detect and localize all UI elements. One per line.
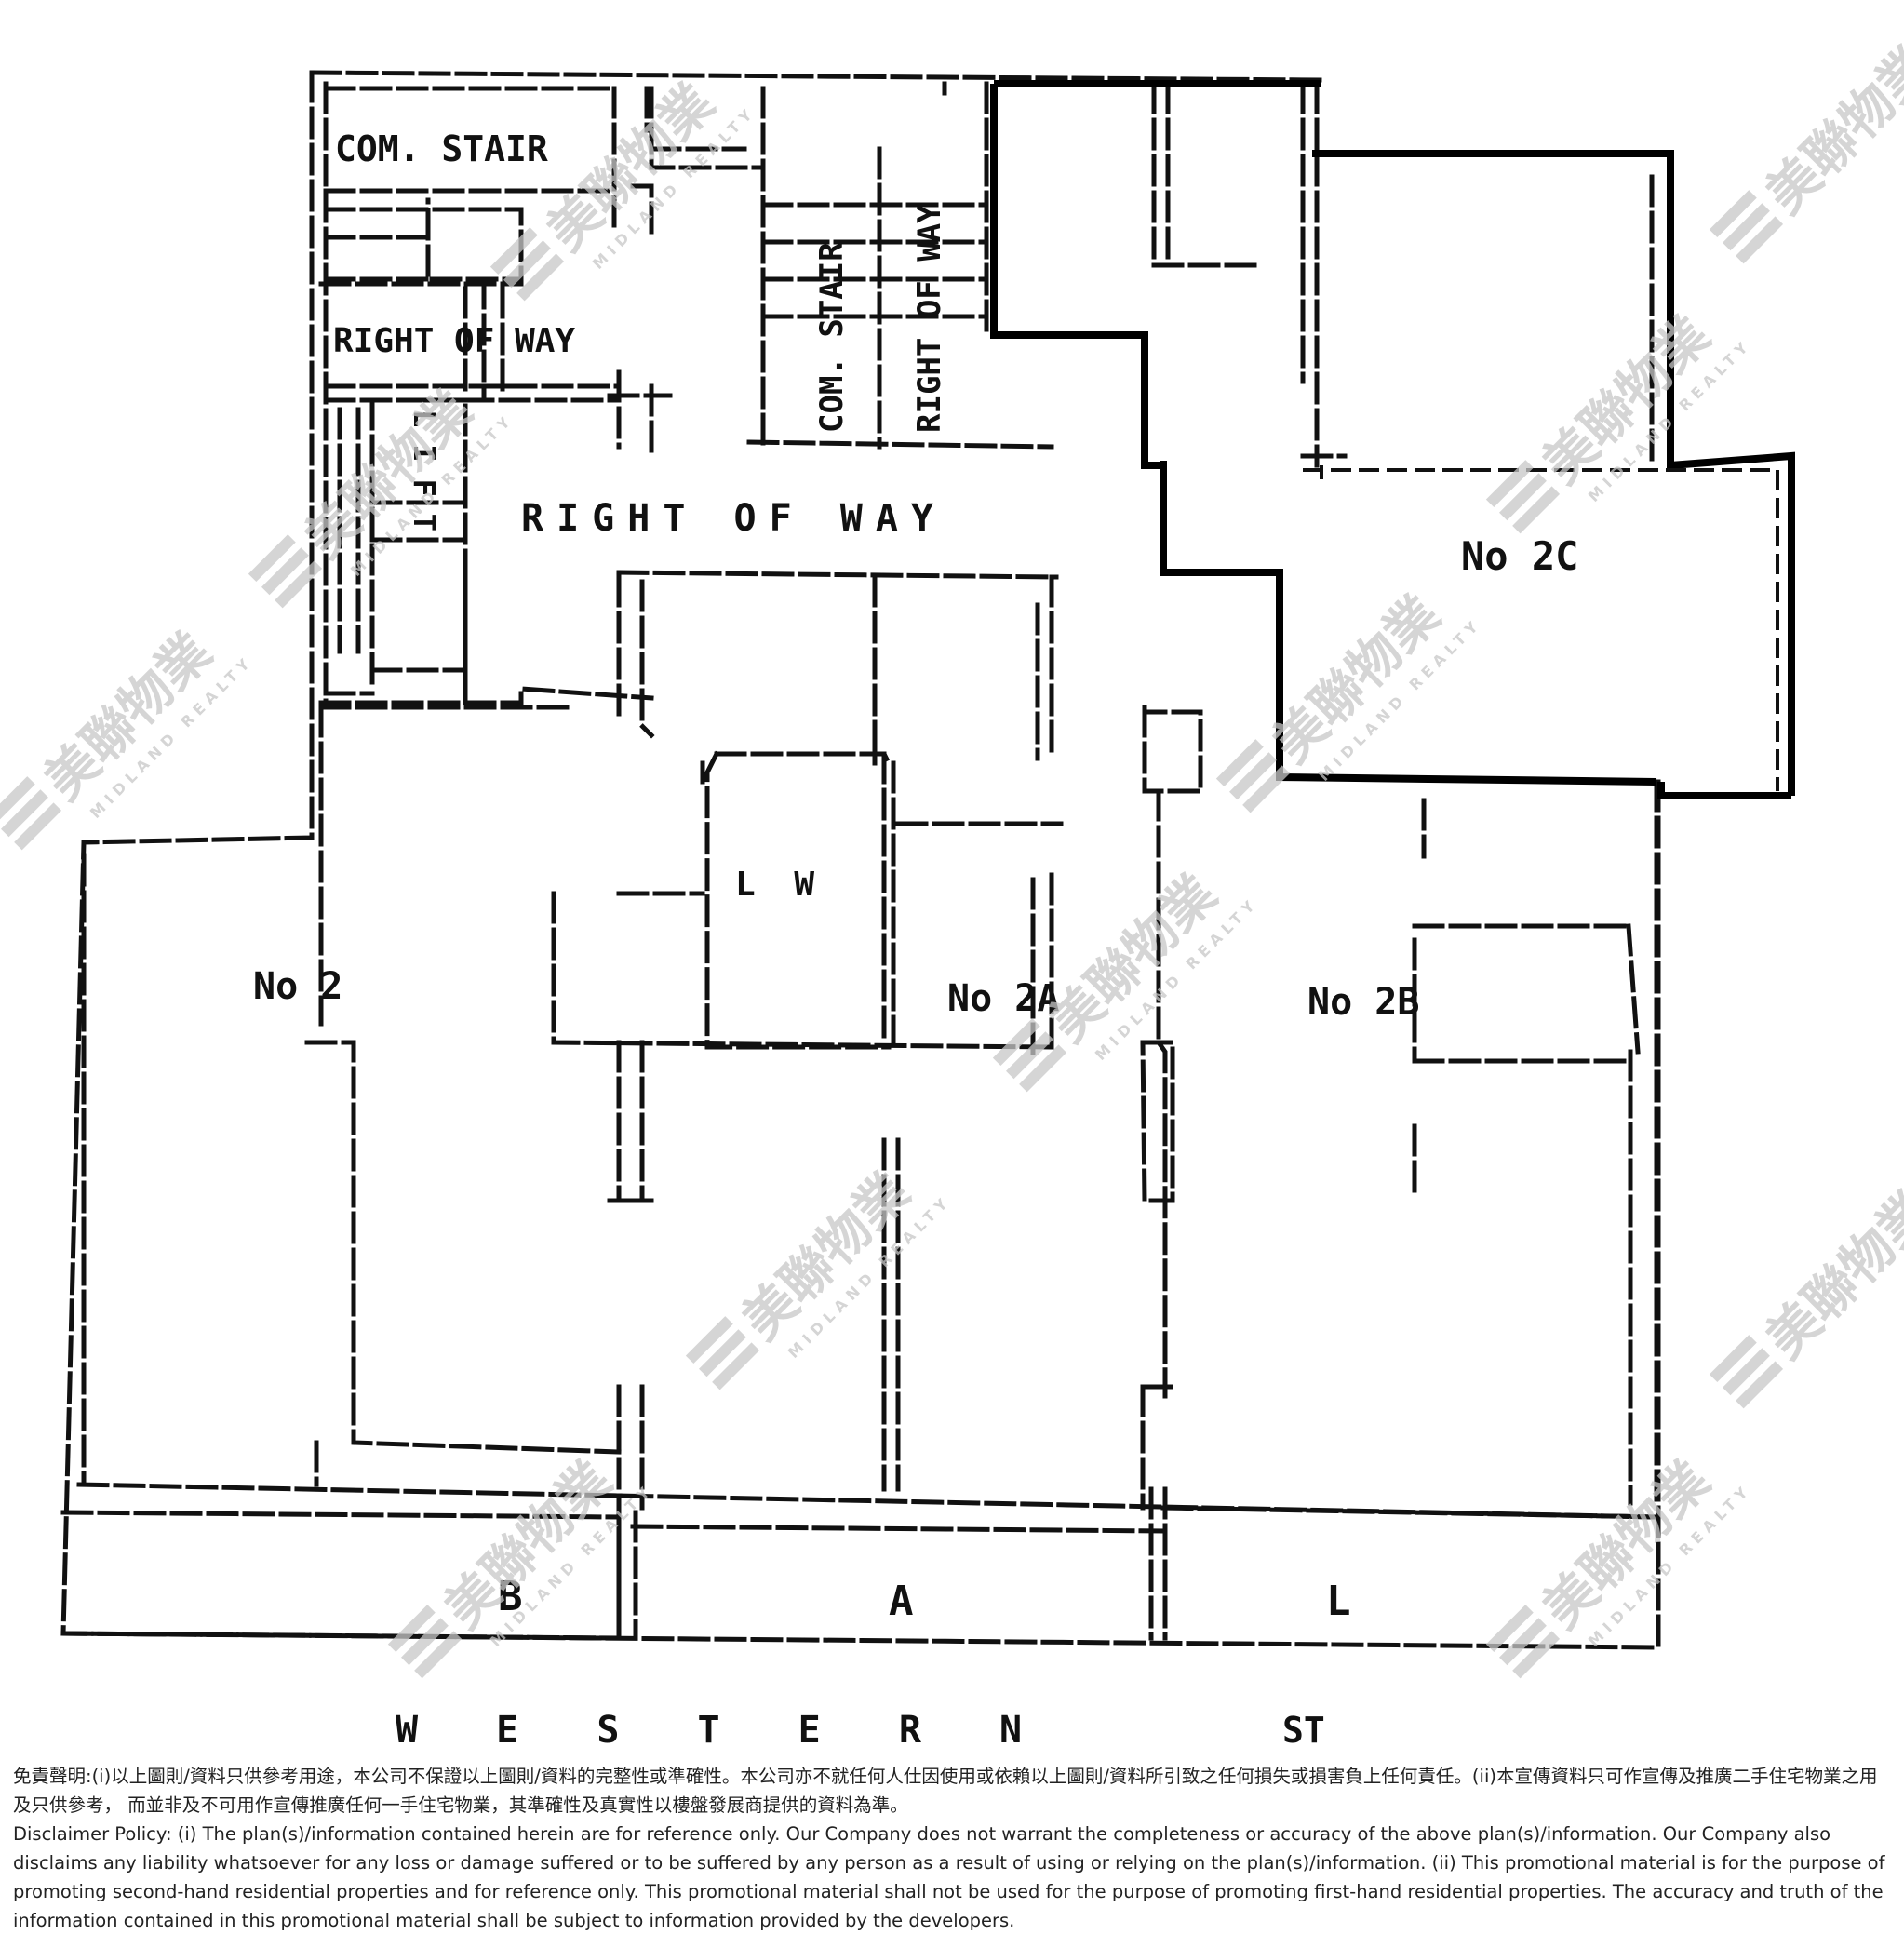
midland-watermark: 美聯物業 MIDLAND REALTY	[685, 1162, 955, 1390]
disclaimer-chinese: 免責聲明:(i)以上圖則/資料只供參考用途，本公司不保證以上圖則/資料的完整性或…	[13, 1766, 1878, 1816]
unit-2b-label: No 2B	[1307, 981, 1419, 1024]
balcony-b-label: B	[498, 1573, 523, 1620]
plan-2c-interior	[1303, 465, 1779, 791]
floor-plan: COM. STAIR RIGHT OF WAY RIGHT OF WAY COM…	[0, 35, 1904, 1752]
unit-2c-label: No 2C	[1461, 533, 1578, 579]
com-stair-vertical-label: COM. STAIR	[813, 242, 851, 433]
midland-watermark: 美聯物業 MIDLAND REALTY	[248, 380, 517, 609]
disclaimer-english: Disclaimer Policy: (i) The plan(s)/infor…	[13, 1823, 1885, 1931]
right-of-way-left-label: RIGHT OF WAY	[333, 322, 575, 360]
midland-watermark: 美聯物業 MIDLAND REALTY	[1485, 1450, 1755, 1679]
unit-2-label: No 2	[253, 965, 342, 1008]
unit-2a-label: No 2A	[947, 977, 1059, 1020]
midland-watermark: 美聯物業	[1709, 1180, 1904, 1409]
midland-watermark: 美聯物業 MIDLAND REALTY	[387, 1450, 657, 1679]
midland-watermark: 美聯物業	[1709, 35, 1904, 264]
street-suffix-label: ST	[1282, 1710, 1325, 1751]
balcony-l-label: L	[1326, 1578, 1351, 1625]
midland-watermark: 美聯物業 MIDLAND REALTY	[489, 73, 759, 302]
right-of-way-vertical-label: RIGHT OF WAY	[911, 204, 948, 433]
midland-watermark: 美聯物業 MIDLAND REALTY	[1485, 305, 1755, 534]
svg-text:美聯物業: 美聯物業	[1755, 1180, 1904, 1370]
plan-labels: COM. STAIR RIGHT OF WAY RIGHT OF WAY COM…	[253, 128, 1578, 1752]
plan-bold-walls	[990, 80, 1795, 799]
right-of-way-main-label: RIGHT OF WAY	[521, 497, 946, 540]
midland-watermark: 美聯物業 MIDLAND REALTY	[1215, 584, 1485, 813]
plan-walls	[60, 70, 1661, 1650]
disclaimer: 免責聲明:(i)以上圖則/資料只供參考用途，本公司不保證以上圖則/資料的完整性或…	[13, 1762, 1893, 1935]
midland-watermark: 美聯物業 MIDLAND REALTY	[0, 622, 257, 851]
lift-label: LIFT	[407, 410, 442, 548]
street-name-label: W E S T E R N	[396, 1709, 1050, 1752]
watermarks: 美聯物業 MIDLAND REALTY 美聯物業 MIDLAND REALTY …	[0, 35, 1904, 1679]
balcony-a-label: A	[889, 1578, 914, 1625]
lw-label: L W	[735, 866, 824, 904]
com-stair-label: COM. STAIR	[335, 128, 548, 169]
svg-text:美聯物業: 美聯物業	[1755, 35, 1904, 225]
